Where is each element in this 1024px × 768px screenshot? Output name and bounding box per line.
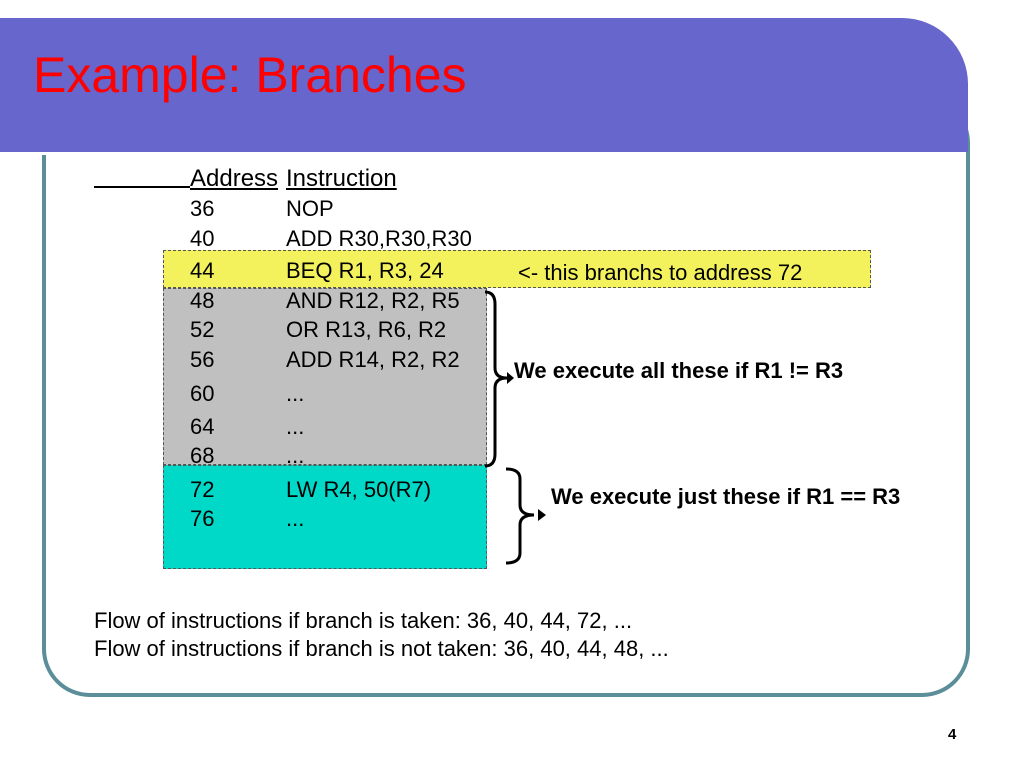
taken-block-highlight [163,465,487,569]
flow-not-taken: Flow of instructions if branch is not ta… [94,636,669,661]
instruction-cell: AND R12, R2, R5 [286,288,460,313]
address-cell: 72 [190,477,215,502]
address-cell: 36 [190,196,215,221]
branch-target-comment: <- this branchs to address 72 [518,260,803,285]
note-equal: We execute just these if R1 == R3 [551,484,901,509]
address-cell: 48 [190,288,215,313]
address-cell: 44 [190,258,215,283]
note-not-equal: We execute all these if R1 != R3 [514,358,844,383]
instruction-cell: ... [286,443,305,468]
instruction-cell: ... [286,506,305,531]
address-cell: 76 [190,506,215,531]
instruction-cell: LW R4, 50(R7) [286,477,432,502]
instruction-cell: BEQ R1, R3, 24 [286,258,444,283]
instruction-cell: ADD R30,R30,R30 [286,226,472,251]
header-instruction: Instruction [286,165,397,192]
address-cell: 40 [190,226,215,251]
not-taken-brace [484,290,514,468]
instruction-cell: ADD R14, R2, R2 [286,347,460,372]
title-bar [0,18,968,155]
instruction-cell: OR R13, R6, R2 [286,317,447,342]
address-cell: 56 [190,347,215,372]
header-rule [94,186,190,188]
address-cell: 60 [190,381,215,406]
instruction-cell: ... [286,414,305,439]
instruction-cell: ... [286,381,305,406]
slide-title: Example: Branches [33,47,467,103]
flow-taken: Flow of instructions if branch is taken:… [94,608,633,633]
address-cell: 68 [190,443,215,468]
address-cell: 64 [190,414,215,439]
instruction-cell: NOP [286,196,334,221]
page-number: 4 [948,726,957,743]
branch-row-highlight [163,250,871,288]
address-cell: 52 [190,317,215,342]
header-address: Address [190,165,279,192]
not-taken-block-highlight [163,288,487,465]
title-underline [0,152,905,155]
taken-brace [505,467,546,565]
